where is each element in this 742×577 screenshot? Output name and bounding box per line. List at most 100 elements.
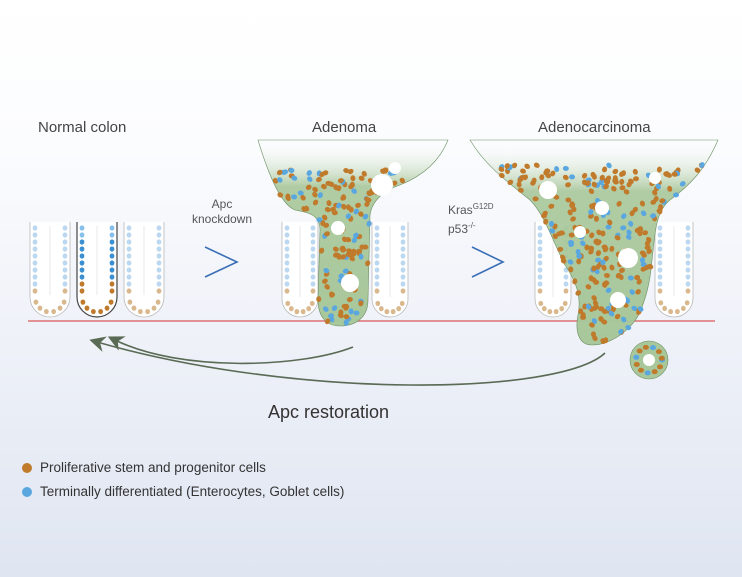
tumor-cell (312, 191, 318, 198)
crypt-cell (685, 288, 691, 294)
crypt-cell (537, 267, 543, 273)
tumor-cell (600, 230, 606, 237)
tumor-cell (568, 266, 574, 273)
crypt-cell (79, 288, 85, 294)
tumor-cell (382, 167, 388, 174)
crypt-cell (32, 253, 38, 259)
tumor-lumen (610, 292, 626, 308)
tumor-cell (679, 181, 686, 187)
tumor-cell (553, 194, 560, 200)
crypt-cell (400, 232, 406, 238)
tumor-lumen (595, 201, 609, 215)
crypt-cell (658, 300, 664, 306)
tumor-lumen (539, 181, 557, 199)
crypt-cell (657, 253, 663, 259)
tumor-cell (607, 219, 613, 226)
crypt-cell (126, 239, 132, 245)
crypt (654, 222, 694, 318)
tumor-cell (603, 337, 609, 344)
tumor-cell (329, 291, 335, 297)
crypt-cell (109, 225, 115, 231)
crypt-cell (156, 253, 162, 259)
legend-item-proliferative: Proliferative stem and progenitor cells (22, 460, 266, 475)
crypt-cell (310, 281, 316, 287)
crypt-cell (62, 225, 68, 231)
tumor-cell (612, 175, 618, 182)
crypt-cell (284, 281, 290, 287)
crypt-cell (98, 308, 104, 315)
tumor-cell (539, 174, 545, 181)
tumor-cell (317, 192, 323, 199)
tumor-cell (305, 184, 312, 191)
tumor-cell (605, 224, 612, 230)
crypt-cell (62, 246, 68, 252)
crypt-cell (400, 281, 406, 287)
tumor-cell (632, 168, 638, 175)
tumor-cell (554, 166, 560, 173)
crypt-cell (541, 306, 547, 312)
crypt (76, 222, 118, 318)
tumor-cell (605, 175, 612, 182)
crypt-cell (537, 239, 543, 245)
tumor-cell (639, 257, 645, 264)
tumor-cell (601, 282, 608, 288)
crypt-cell (310, 267, 316, 273)
tumor-cell (348, 206, 354, 213)
crypt-cell (400, 267, 406, 273)
crypt-cell (563, 288, 569, 294)
tumor-cell (641, 252, 647, 258)
tumor-cell (637, 306, 644, 312)
tumor-cell (629, 289, 635, 295)
crypt-cell (310, 253, 316, 259)
tumor-cell (316, 176, 322, 183)
crypt (29, 222, 71, 318)
tumor-cell (549, 220, 555, 227)
tumor-cell (600, 259, 606, 266)
transition-chevron-2 (471, 246, 505, 278)
tumor-cell (611, 185, 617, 192)
tumor-cell (565, 197, 572, 203)
crypt-cell (657, 288, 663, 294)
crypt-cell (374, 246, 380, 252)
crypt-cell (126, 281, 132, 287)
tumor-cell (361, 170, 367, 177)
tumor-cell (664, 171, 670, 178)
crypt-cell (284, 288, 290, 294)
crypt-cell (62, 274, 68, 280)
tumor-cell (629, 210, 635, 217)
tumor-cell (619, 185, 626, 191)
tumor-cell (576, 258, 582, 265)
tumor-cell (520, 168, 526, 174)
tumor-cell (603, 272, 610, 278)
crypt-cell (657, 239, 663, 245)
crypt-cell (685, 246, 691, 252)
tumor-cell (277, 192, 284, 198)
tumor-cell (322, 170, 329, 176)
tumor-cell (336, 202, 342, 209)
crypt-cell (79, 246, 85, 252)
crypt-cell (559, 306, 565, 312)
tumor-cell (341, 203, 347, 210)
tumor-cell (601, 308, 608, 314)
metastatic-cell (633, 354, 640, 360)
crypt-cell (62, 281, 68, 287)
tumor-cell (589, 322, 595, 328)
crypt-cell (284, 274, 290, 280)
crypt-cell (288, 306, 294, 312)
tumor-cell (609, 264, 615, 271)
gene-kras: KrasG12D (448, 199, 508, 218)
tumor-cell (602, 166, 608, 173)
tumor-cell (588, 188, 595, 195)
crypt-cell (374, 281, 380, 287)
tumor-cell (642, 230, 649, 236)
tumor-cell (605, 287, 612, 293)
tumor-cell (277, 177, 283, 183)
tumor-cell (338, 273, 345, 279)
stage-label-normal-colon: Normal colon (38, 119, 127, 136)
tumor-cell (628, 178, 634, 184)
tumor-cell (337, 178, 344, 184)
tumor-cell (650, 213, 657, 219)
gene-p53: p53-/- (448, 218, 508, 237)
tumor-cell (348, 183, 354, 190)
crypt-cell (374, 232, 380, 238)
